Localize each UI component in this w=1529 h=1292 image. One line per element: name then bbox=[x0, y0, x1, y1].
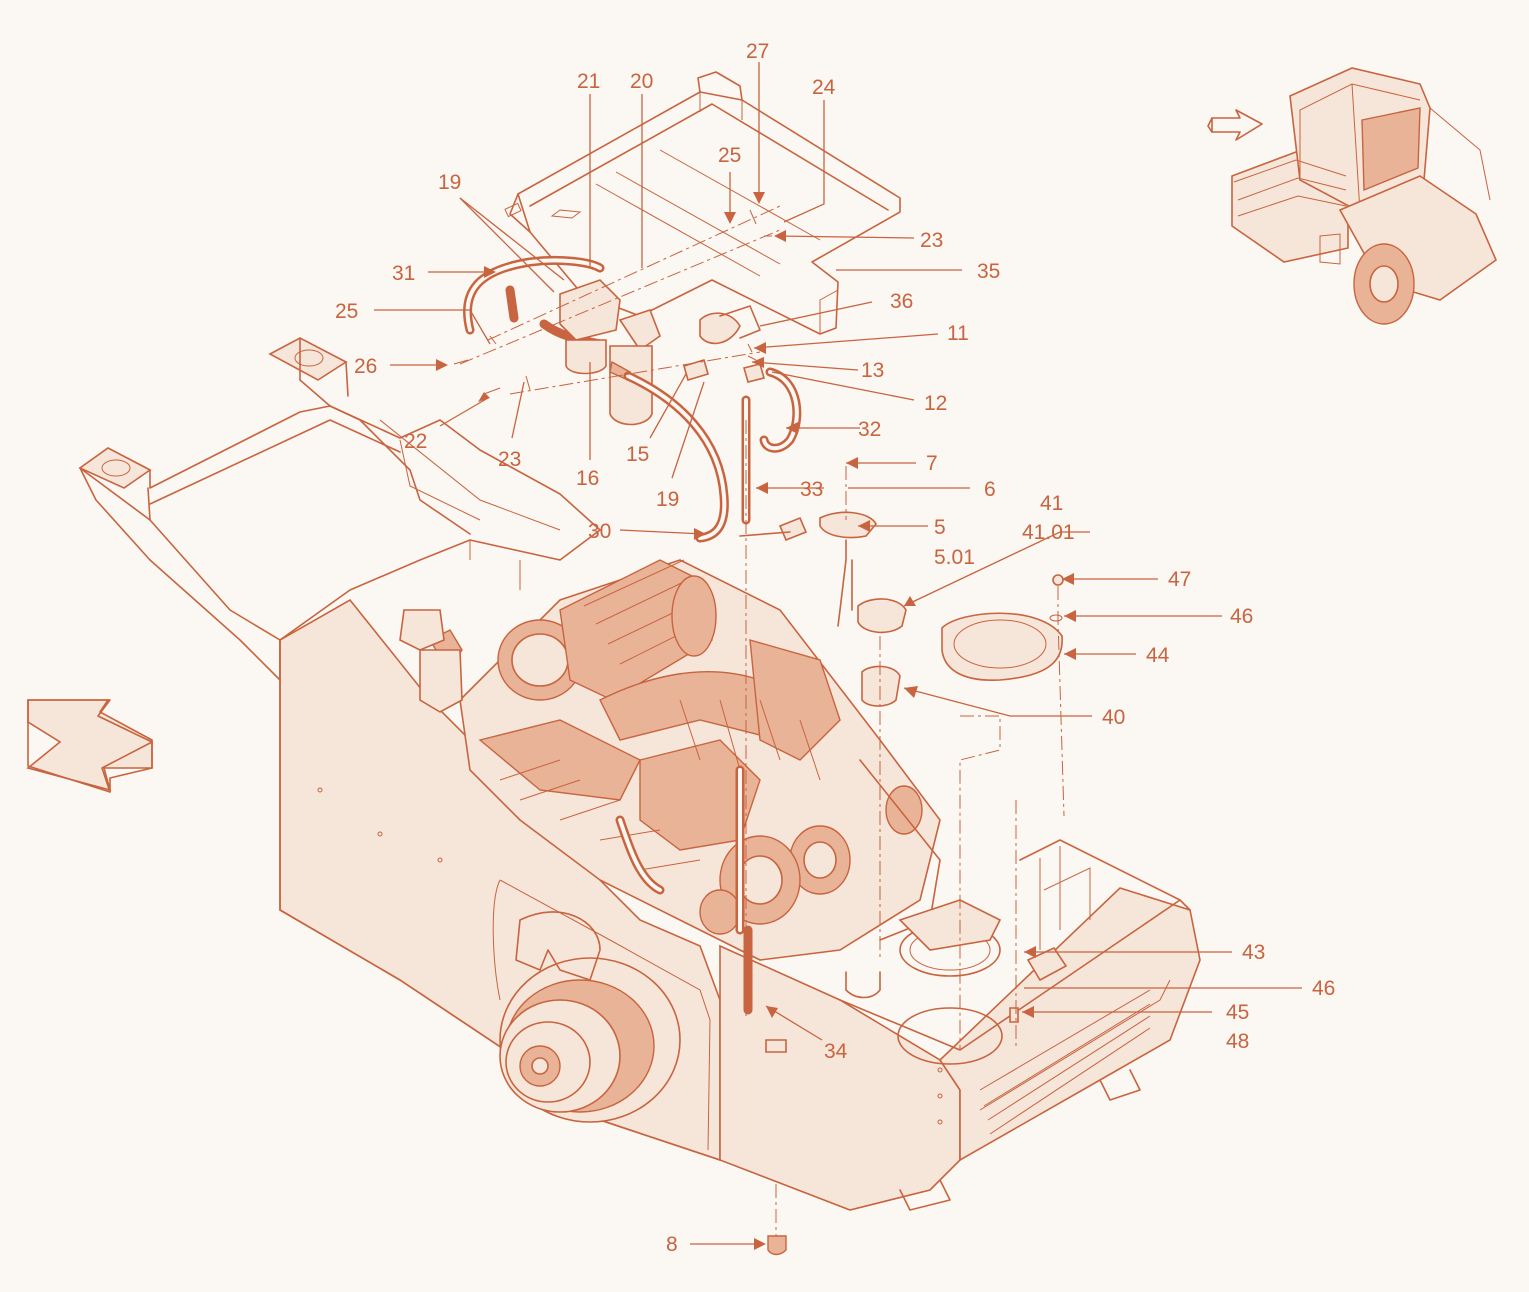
callout-27: 27 bbox=[746, 40, 769, 63]
callout-22: 22 bbox=[404, 430, 427, 453]
callout-46-top: 46 bbox=[1230, 605, 1253, 628]
callout-19-top: 19 bbox=[438, 171, 461, 194]
callout-24: 24 bbox=[812, 76, 836, 99]
callout-45: 45 bbox=[1226, 1001, 1249, 1024]
callout-48: 48 bbox=[1226, 1030, 1249, 1053]
callout-33: 33 bbox=[800, 478, 823, 501]
callout-46-bottom: 46 bbox=[1312, 977, 1335, 1000]
arrow-icon bbox=[26, 699, 153, 793]
cab-frame bbox=[504, 71, 901, 335]
machine-thumbnail bbox=[1207, 67, 1497, 325]
callout-31: 31 bbox=[392, 262, 415, 285]
callout-21: 21 bbox=[577, 70, 600, 93]
callout-23-bottom: 23 bbox=[498, 448, 521, 471]
callout-labels: 27 21 20 24 19 25 23 31 35 36 25 11 26 1… bbox=[335, 40, 1335, 1256]
alignment-lines bbox=[459, 205, 1065, 1236]
callout-40: 40 bbox=[1102, 706, 1125, 729]
callout-36: 36 bbox=[890, 290, 913, 313]
callout-7: 7 bbox=[926, 452, 938, 475]
callout-35: 35 bbox=[977, 260, 1000, 283]
callout-23-top: 23 bbox=[920, 229, 943, 252]
chassis-frame bbox=[78, 337, 601, 681]
callout-43: 43 bbox=[1242, 941, 1265, 964]
arrowheads bbox=[436, 192, 1076, 1250]
callout-12: 12 bbox=[924, 392, 947, 415]
callout-11: 11 bbox=[947, 322, 969, 345]
callout-30: 30 bbox=[588, 520, 611, 543]
leader-lines bbox=[374, 62, 1302, 1245]
callout-26: 26 bbox=[354, 355, 377, 378]
callout-6: 6 bbox=[984, 478, 996, 501]
callout-20: 20 bbox=[630, 70, 653, 93]
callout-8: 8 bbox=[666, 1233, 678, 1256]
callout-41: 41 bbox=[1040, 492, 1063, 515]
callout-41-01: 41.01 bbox=[1022, 521, 1075, 544]
callout-25-left: 25 bbox=[335, 300, 358, 323]
callout-19-bottom: 19 bbox=[656, 488, 679, 511]
callout-44: 44 bbox=[1146, 644, 1170, 667]
callout-25-top: 25 bbox=[718, 144, 741, 167]
engine-assembly bbox=[399, 559, 1002, 961]
callout-34: 34 bbox=[824, 1040, 848, 1063]
callout-16: 16 bbox=[576, 467, 599, 490]
fuel-filter-group bbox=[453, 209, 1068, 1053]
callout-13: 13 bbox=[861, 359, 884, 382]
callout-32: 32 bbox=[858, 418, 881, 441]
callout-5: 5 bbox=[934, 516, 946, 539]
wheel-hub bbox=[499, 911, 681, 1123]
callout-47: 47 bbox=[1168, 568, 1191, 591]
drain-plug bbox=[767, 1235, 787, 1256]
callout-5-01: 5.01 bbox=[934, 546, 975, 569]
callout-15: 15 bbox=[626, 443, 649, 466]
